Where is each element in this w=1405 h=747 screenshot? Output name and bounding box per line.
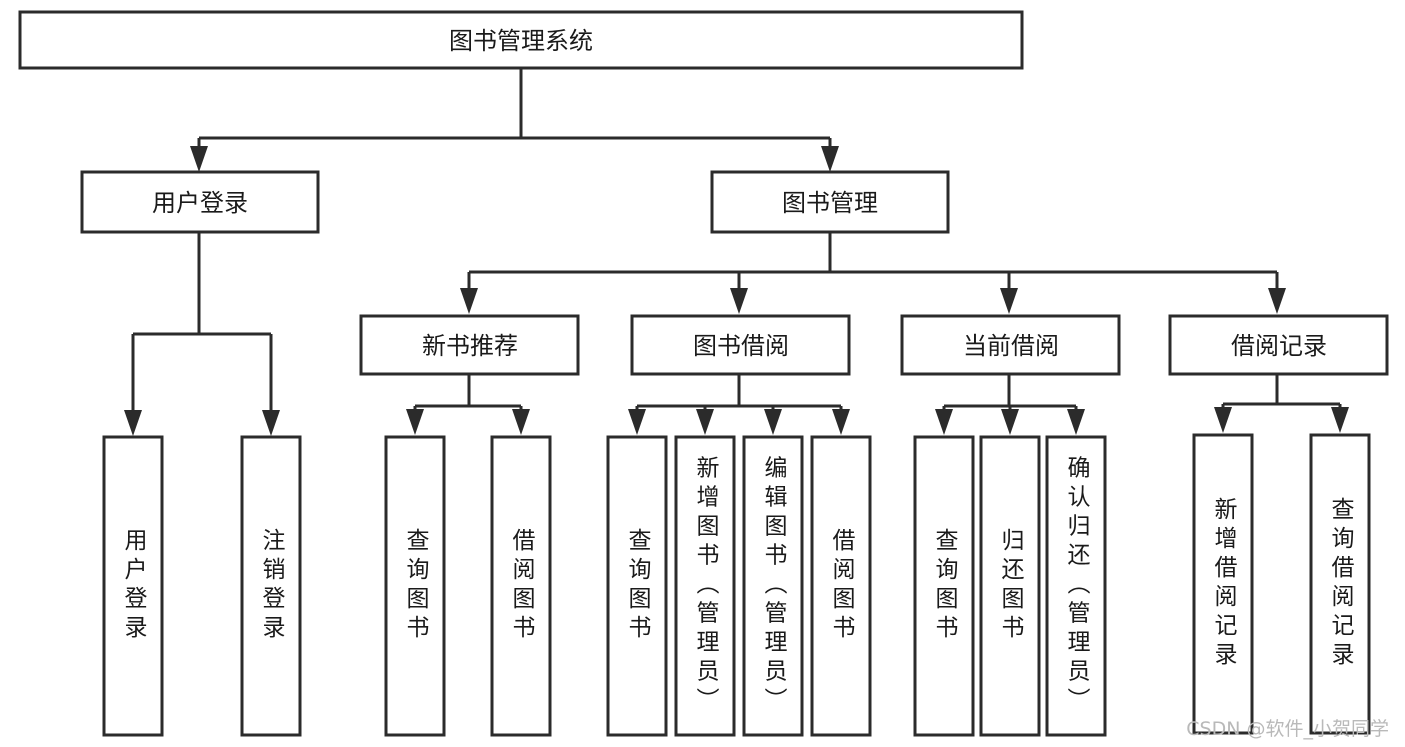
arrow-icon-to-leaf-query-book-3 — [935, 409, 953, 435]
node-leaf-query-book-1-box[interactable] — [384, 435, 446, 737]
node-leaf-query-book-1-label: 查询图书 — [402, 528, 430, 644]
node-book-management[interactable]: 图书管理 — [710, 170, 950, 234]
node-leaf-query-book-3-box[interactable] — [913, 435, 975, 737]
arrow-icon-to-new-book-recommend — [460, 288, 478, 314]
node-current-borrow[interactable]: 当前借阅 — [900, 314, 1121, 376]
node-leaf-query-book-2-box[interactable] — [606, 435, 668, 737]
arrow-icon-to-book-borrow — [730, 288, 748, 314]
node-user-login-label: 用户登录 — [152, 189, 248, 217]
node-leaf-user-logout[interactable]: 注销登录 — [240, 435, 302, 737]
arrow-icon-to-user-login — [190, 146, 208, 172]
arrow-icon-to-leaf-confirm-return — [1067, 409, 1085, 435]
arrow-icon-to-book-management — [821, 146, 839, 172]
node-new-book-recommend-box[interactable] — [359, 314, 580, 376]
node-leaf-borrow-book-1[interactable]: 借阅图书 — [490, 435, 552, 737]
node-leaf-user-logout-label: 注销登录 — [258, 528, 286, 644]
node-new-book-recommend[interactable]: 新书推荐 — [359, 314, 580, 376]
arrow-icon-to-borrow-record — [1268, 288, 1286, 314]
node-leaf-user-login[interactable]: 用户登录 — [102, 435, 164, 737]
node-leaf-add-record[interactable]: 新增借阅记录 — [1192, 433, 1254, 735]
node-leaf-edit-book-box[interactable] — [742, 435, 804, 737]
node-leaf-confirm-return[interactable]: 确认归还（管理员） — [1045, 435, 1107, 737]
arrow-icon-to-leaf-borrow-book-1 — [512, 409, 530, 435]
node-borrow-record[interactable]: 借阅记录 — [1168, 314, 1389, 376]
node-leaf-borrow-book-2[interactable]: 借阅图书 — [810, 435, 872, 737]
node-user-login[interactable]: 用户登录 — [80, 170, 320, 234]
node-leaf-borrow-book-1-box[interactable] — [490, 435, 552, 737]
node-leaf-query-record-label: 查询借阅记录 — [1327, 497, 1355, 671]
node-book-borrow-box[interactable] — [630, 314, 851, 376]
node-leaf-add-book[interactable]: 新增图书（管理员） — [674, 435, 736, 737]
node-leaf-query-record[interactable]: 查询借阅记录 — [1309, 433, 1371, 735]
node-leaf-add-book-box[interactable] — [674, 435, 736, 737]
arrow-icon-to-leaf-user-login — [124, 410, 142, 436]
node-book-borrow[interactable]: 图书借阅 — [630, 314, 851, 376]
node-leaf-borrow-book-2-box[interactable] — [810, 435, 872, 737]
node-new-book-recommend-label: 新书推荐 — [422, 332, 518, 360]
node-book-management-label: 图书管理 — [782, 189, 878, 217]
node-leaf-confirm-return-label: 确认归还（管理员） — [1063, 456, 1091, 717]
node-leaf-query-record-box[interactable] — [1309, 433, 1371, 735]
arrow-icon-to-leaf-query-book-1 — [406, 409, 424, 435]
node-leaf-return-book-box[interactable] — [979, 435, 1041, 737]
node-leaf-return-book[interactable]: 归还图书 — [979, 435, 1041, 737]
node-leaf-user-login-box[interactable] — [102, 435, 164, 737]
node-leaf-add-record-box[interactable] — [1192, 433, 1254, 735]
node-leaf-query-book-3-label: 查询图书 — [931, 528, 959, 644]
node-leaf-borrow-book-1-label: 借阅图书 — [508, 528, 536, 644]
node-current-borrow-label: 当前借阅 — [963, 332, 1059, 360]
node-leaf-add-record-label: 新增借阅记录 — [1210, 497, 1238, 671]
node-leaf-return-book-label: 归还图书 — [997, 528, 1025, 644]
arrow-icon-to-leaf-user-logout — [262, 410, 280, 436]
node-leaf-confirm-return-box[interactable] — [1045, 435, 1107, 737]
node-root-label: 图书管理系统 — [449, 27, 593, 55]
arrow-icon-to-leaf-add-record — [1214, 407, 1232, 433]
node-leaf-query-book-2[interactable]: 查询图书 — [606, 435, 668, 737]
arrow-icon-to-leaf-edit-book — [764, 409, 782, 435]
node-borrow-record-box[interactable] — [1168, 314, 1389, 376]
node-leaf-query-book-3[interactable]: 查询图书 — [913, 435, 975, 737]
node-leaf-user-logout-box[interactable] — [240, 435, 302, 737]
node-current-borrow-box[interactable] — [900, 314, 1121, 376]
node-borrow-record-label: 借阅记录 — [1231, 332, 1327, 360]
arrow-icon-to-leaf-query-book-2 — [628, 409, 646, 435]
node-leaf-borrow-book-2-label: 借阅图书 — [828, 528, 856, 644]
arrow-icon-to-leaf-query-record — [1331, 407, 1349, 433]
node-leaf-add-book-label: 新增图书（管理员） — [692, 456, 720, 717]
arrow-icon-to-leaf-add-book — [696, 409, 714, 435]
node-leaf-edit-book-label: 编辑图书（管理员） — [760, 456, 788, 717]
node-root[interactable]: 图书管理系统 — [18, 10, 1024, 70]
arrow-icon-to-leaf-return-book — [1001, 409, 1019, 435]
arrow-icon-to-leaf-borrow-book-2 — [832, 409, 850, 435]
node-leaf-user-login-label: 用户登录 — [120, 528, 148, 644]
node-leaf-edit-book[interactable]: 编辑图书（管理员） — [742, 435, 804, 737]
node-root-box[interactable] — [18, 10, 1024, 70]
node-leaf-query-book-1[interactable]: 查询图书 — [384, 435, 446, 737]
arrow-icon-to-current-borrow — [1000, 288, 1018, 314]
node-leaf-query-book-2-label: 查询图书 — [624, 528, 652, 644]
node-book-borrow-label: 图书借阅 — [693, 332, 789, 360]
node-user-login-box[interactable] — [80, 170, 320, 234]
node-book-management-box[interactable] — [710, 170, 950, 234]
